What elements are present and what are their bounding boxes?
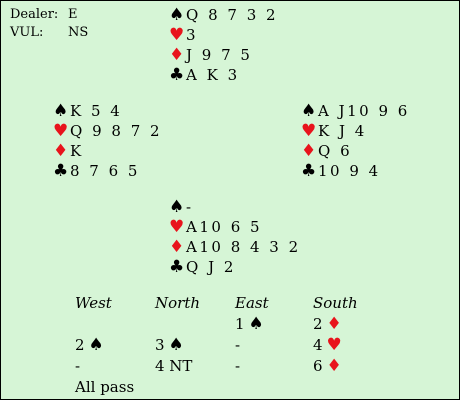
- west-diamonds: ♦K: [53, 141, 162, 161]
- heart-icon: ♥: [301, 121, 317, 141]
- diamond-icon: ♦: [326, 314, 342, 334]
- north-hearts-cards: 3: [186, 26, 199, 44]
- dealer-value: E: [68, 7, 78, 22]
- header-north: North: [155, 294, 201, 312]
- spade-icon: ♠: [168, 335, 184, 355]
- east-diamonds-cards: Q 6: [318, 142, 353, 160]
- east-hearts-cards: K J 4: [318, 122, 367, 140]
- club-icon: ♣: [301, 161, 317, 181]
- bid-west: -: [75, 356, 80, 377]
- club-icon: ♣: [169, 65, 185, 85]
- bid-text: All pass: [75, 378, 135, 396]
- east-spades: ♠A J10 9 6: [301, 101, 410, 121]
- bid-text: 6: [313, 357, 323, 375]
- east-hearts: ♥K J 4: [301, 121, 410, 141]
- north-diamonds-cards: J 9 7 5: [186, 46, 253, 64]
- diamond-icon: ♦: [301, 141, 317, 161]
- north-hand: ♠Q 8 7 3 2 ♥3 ♦J 9 7 5 ♣A K 3: [169, 5, 278, 85]
- bid-south: 4♥: [313, 335, 342, 356]
- spade-icon: ♠: [248, 314, 264, 334]
- bid-west: 2♠: [75, 335, 104, 356]
- east-diamonds: ♦Q 6: [301, 141, 410, 161]
- bid-text: -: [75, 357, 81, 375]
- diamond-icon: ♦: [169, 45, 185, 65]
- north-hearts: ♥3: [169, 25, 278, 45]
- south-spades-cards: -: [186, 198, 194, 216]
- bid-east: -: [235, 335, 240, 356]
- north-spades: ♠Q 8 7 3 2: [169, 5, 278, 25]
- west-clubs-cards: 8 7 6 5: [70, 162, 140, 180]
- header-south: South: [313, 294, 358, 312]
- spade-icon: ♠: [169, 197, 185, 217]
- header-east: East: [235, 294, 269, 312]
- spade-icon: ♠: [301, 101, 317, 121]
- west-spades-cards: K 5 4: [70, 102, 123, 120]
- dealer-label: Dealer:: [10, 7, 59, 22]
- south-spades: ♠-: [169, 197, 301, 217]
- bid-text: 4: [313, 336, 323, 354]
- diamond-icon: ♦: [169, 237, 185, 257]
- spade-icon: ♠: [53, 101, 69, 121]
- north-clubs: ♣A K 3: [169, 65, 278, 85]
- heart-icon: ♥: [326, 335, 342, 355]
- west-spades: ♠K 5 4: [53, 101, 162, 121]
- spade-icon: ♠: [88, 335, 104, 355]
- bid-text: -: [235, 336, 241, 354]
- heart-icon: ♥: [169, 217, 185, 237]
- club-icon: ♣: [169, 257, 185, 277]
- bid-text: -: [235, 357, 241, 375]
- bid-text: 1: [235, 315, 245, 333]
- south-hearts-cards: A10 6 5: [186, 218, 263, 236]
- north-clubs-cards: A K 3: [186, 66, 240, 84]
- dealer-info: Dealer: E: [10, 5, 78, 25]
- bid-south: 2♦: [313, 314, 342, 335]
- west-diamonds-cards: K: [70, 142, 84, 160]
- bid-east: -: [235, 356, 240, 377]
- west-hearts-cards: Q 9 8 7 2: [70, 122, 163, 140]
- south-diamonds: ♦A10 8 4 3 2: [169, 237, 301, 257]
- bid-north: 3♠: [155, 335, 184, 356]
- diamond-icon: ♦: [53, 141, 69, 161]
- north-spades-cards: Q 8 7 3 2: [186, 6, 279, 24]
- east-hand: ♠A J10 9 6 ♥K J 4 ♦Q 6 ♣10 9 4: [301, 101, 410, 181]
- vulnerability-info: VUL: NS: [10, 23, 88, 43]
- east-clubs-cards: 10 9 4: [318, 162, 381, 180]
- bid-text: 3: [155, 336, 165, 354]
- south-hearts: ♥A10 6 5: [169, 217, 301, 237]
- north-diamonds: ♦J 9 7 5: [169, 45, 278, 65]
- west-hearts: ♥Q 9 8 7 2: [53, 121, 162, 141]
- south-diamonds-cards: A10 8 4 3 2: [186, 238, 301, 256]
- club-icon: ♣: [53, 161, 69, 181]
- bid-north: 4 NT: [155, 356, 192, 377]
- south-hand: ♠- ♥A10 6 5 ♦A10 8 4 3 2 ♣Q J 2: [169, 197, 301, 277]
- bid-text: 4 NT: [155, 357, 193, 375]
- spade-icon: ♠: [169, 5, 185, 25]
- heart-icon: ♥: [169, 25, 185, 45]
- east-spades-cards: A J10 9 6: [318, 102, 410, 120]
- bid-east: 1♠: [235, 314, 264, 335]
- bid-text: 2: [313, 315, 323, 333]
- vul-value: NS: [68, 25, 89, 40]
- south-clubs-cards: Q J 2: [186, 258, 236, 276]
- vul-label: VUL:: [10, 25, 44, 40]
- bid-south: 6♦: [313, 356, 342, 377]
- bid-text: 2: [75, 336, 85, 354]
- diamond-icon: ♦: [326, 356, 342, 376]
- header-west: West: [75, 294, 112, 312]
- bid-west: All pass: [75, 377, 134, 398]
- east-clubs: ♣10 9 4: [301, 161, 410, 181]
- heart-icon: ♥: [53, 121, 69, 141]
- south-clubs: ♣Q J 2: [169, 257, 301, 277]
- west-hand: ♠K 5 4 ♥Q 9 8 7 2 ♦K ♣8 7 6 5: [53, 101, 162, 181]
- west-clubs: ♣8 7 6 5: [53, 161, 162, 181]
